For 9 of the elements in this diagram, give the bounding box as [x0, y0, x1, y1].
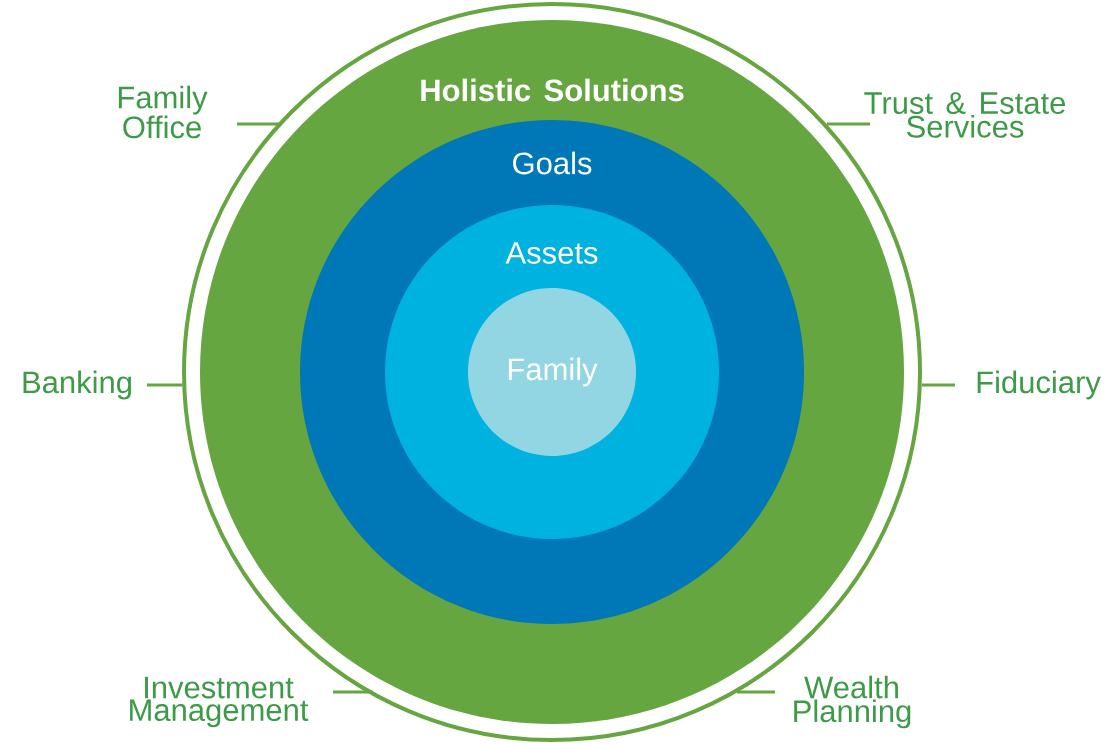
leader-line — [921, 383, 955, 387]
service-label: Fiduciary — [977, 370, 1101, 400]
leader-line — [737, 690, 775, 694]
service-label: Banking — [23, 370, 131, 400]
leader-line — [826, 122, 870, 126]
service-label: Wealth Planning — [794, 675, 911, 729]
leader-line — [333, 690, 373, 694]
leader-line — [147, 383, 183, 387]
leader-line — [237, 122, 282, 126]
